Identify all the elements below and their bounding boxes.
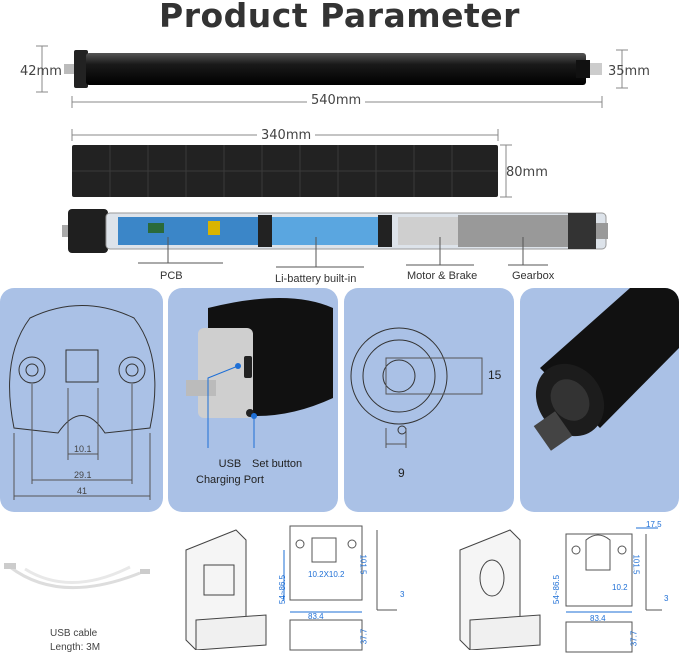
set-button-label: Set button <box>252 458 303 470</box>
dim-inner: 10.1 <box>74 444 92 454</box>
cable-line2: Length: 3M <box>50 642 101 653</box>
page-title: Product Parameter <box>159 0 520 35</box>
b2-slot: 10.2 <box>612 583 628 592</box>
b1-height: 54~86.5 <box>278 574 288 605</box>
b1-thick: 3 <box>400 590 405 599</box>
charging-port-panel: USB Charging Port Set button <box>168 288 338 512</box>
dim-v: 9 <box>398 466 405 480</box>
bracket1-drawing <box>283 525 397 651</box>
b2-depth: 37.7 <box>629 630 639 647</box>
endcap-dimension-panel: 10.1 29.1 41 <box>0 288 163 512</box>
b2-top: 17.5 <box>646 520 662 529</box>
dim-mid: 29.1 <box>74 470 92 480</box>
motor-dia-left: 42mm <box>20 64 62 79</box>
solar-height: 80mm <box>506 165 548 180</box>
motor-length: 540mm <box>307 93 366 108</box>
component-motor-brake: Motor & Brake <box>407 270 478 282</box>
b2-width: 83.4 <box>590 614 606 623</box>
cable-line1: USB cable <box>50 628 98 639</box>
bracket2-drawing <box>565 527 662 653</box>
usb-charging-label: USB Charging Port <box>196 458 264 486</box>
motor-dia-right: 35mm <box>608 64 650 79</box>
adaptor-dimension-panel: 15 9 <box>344 288 514 512</box>
b2-thick: 3 <box>664 594 669 603</box>
component-gearbox: Gearbox <box>512 270 555 282</box>
b1-depth: 37.7 <box>359 628 369 645</box>
b1-height2: 101.5 <box>358 554 368 575</box>
usb-cable-illustration <box>4 563 150 590</box>
component-pcb: PCB <box>160 270 183 282</box>
b2-height2: 101.5 <box>631 554 641 575</box>
b1-width: 83.4 <box>308 612 324 621</box>
solar-width: 340mm <box>257 128 316 143</box>
b2-height: 54~86.5 <box>552 574 562 605</box>
b1-slot: 10.2X10.2 <box>308 570 345 579</box>
dim-h: 15 <box>488 368 502 382</box>
motor-cutaway-illustration <box>62 209 608 268</box>
bracket2-illustration <box>459 529 541 650</box>
component-battery: Li-battery built-in <box>275 273 357 285</box>
bracket1-illustration <box>185 529 267 650</box>
dim-outer: 41 <box>77 486 88 496</box>
motor-end-panel <box>520 288 679 512</box>
